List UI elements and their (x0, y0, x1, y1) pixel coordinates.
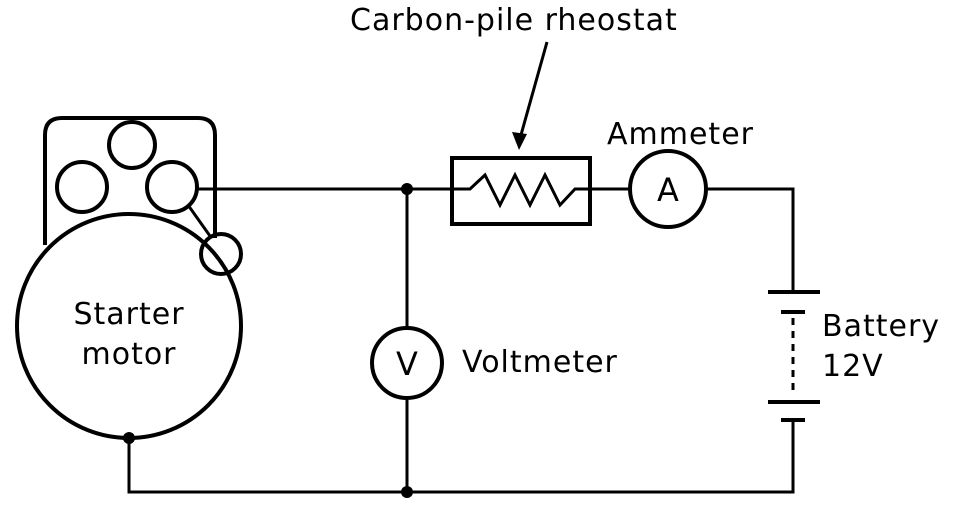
rheostat-pointer-line (517, 41, 549, 143)
rheostat-box (450, 156, 592, 226)
starter-motor-label: Starter (73, 297, 184, 332)
starter-terminal-small (199, 232, 243, 276)
starter-motor-label-2: motor (81, 337, 176, 372)
wire-battery-bottom (127, 420, 795, 494)
starter-terminal-housing (43, 116, 217, 245)
rheostat-zigzag (452, 171, 590, 209)
wire-ammeter-battery (706, 187, 795, 290)
starter-terminal-top (107, 120, 157, 170)
rheostat-label: Carbon-pile rheostat (350, 3, 678, 38)
battery-label: Battery (822, 309, 940, 344)
ammeter-label: Ammeter (607, 117, 754, 152)
ammeter-symbol: A (657, 171, 679, 209)
voltmeter-label: Voltmeter (462, 345, 618, 380)
terminal-link (186, 204, 212, 237)
battery-voltage-label: 12V (822, 349, 884, 384)
starter-terminal-right (145, 160, 199, 214)
junction-motor-ground (123, 432, 135, 444)
voltmeter-symbol: V (396, 345, 418, 383)
starter-terminal-left (55, 160, 109, 214)
rheostat-pointer-arrow (512, 132, 527, 150)
voltmeter (370, 326, 444, 400)
